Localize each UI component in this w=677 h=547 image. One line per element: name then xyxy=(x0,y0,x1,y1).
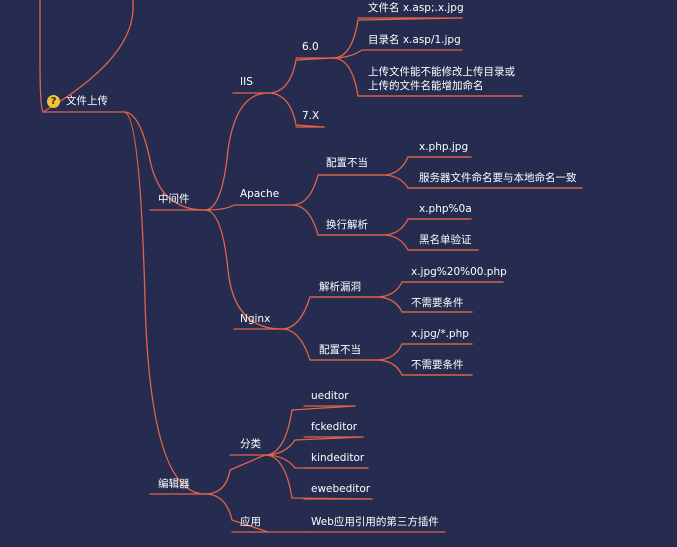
iis-v7-node[interactable]: 7.X xyxy=(302,110,320,122)
editor-category-item-3[interactable]: kindeditor xyxy=(311,452,365,464)
iis-v6-item-3[interactable]: 上传文件能不能修改上传目录或上传的文件名能增加命名 xyxy=(368,66,515,92)
apache-newline-item-2[interactable]: 黑名单验证 xyxy=(419,234,472,246)
apache-misconfig-node[interactable]: 配置不当 xyxy=(326,157,368,169)
editor-category-node[interactable]: 分类 xyxy=(240,438,261,450)
nginx-node[interactable]: Nginx xyxy=(240,313,271,325)
iis-v6-node[interactable]: 6.0 xyxy=(302,41,319,53)
iis-node[interactable]: IIS xyxy=(240,76,253,88)
editor-application-node[interactable]: 应用 xyxy=(240,516,261,528)
apache-misconfig-item-1[interactable]: x.php.jpg xyxy=(419,141,469,153)
nginx-parse-vuln-node[interactable]: 解析漏洞 xyxy=(319,281,361,293)
editor-category-item-2[interactable]: fckeditor xyxy=(311,421,358,433)
nginx-misconfig-item-1[interactable]: x.jpg/*.php xyxy=(411,328,469,340)
iis-v6-item-2[interactable]: 目录名 x.asp/1.jpg xyxy=(368,34,461,46)
nginx-misconfig-node[interactable]: 配置不当 xyxy=(319,344,361,356)
nginx-parse-vuln-item-2[interactable]: 不需要条件 xyxy=(411,297,464,309)
nginx-misconfig-item-2[interactable]: 不需要条件 xyxy=(411,359,464,371)
apache-newline-item-1[interactable]: x.php%0a xyxy=(419,203,472,215)
apache-newline-node[interactable]: 换行解析 xyxy=(326,219,368,231)
apache-misconfig-item-2[interactable]: 服务器文件命名要与本地命名一致 xyxy=(419,172,577,184)
editor-category-item-1[interactable]: ueditor xyxy=(311,390,349,402)
question-icon: ? xyxy=(47,95,60,108)
editor-node[interactable]: 编辑器 xyxy=(158,478,190,490)
nginx-parse-vuln-item-1[interactable]: x.jpg%20%00.php xyxy=(411,266,507,278)
middleware-node[interactable]: 中间件 xyxy=(158,193,190,205)
apache-node[interactable]: Apache xyxy=(240,188,280,200)
editor-category-item-4[interactable]: ewebeditor xyxy=(311,483,371,495)
root-label[interactable]: 文件上传 xyxy=(66,95,108,107)
editor-application-item-1[interactable]: Web应用引用的第三方插件 xyxy=(311,516,439,528)
iis-v6-item-1[interactable]: 文件名 x.asp;.x.jpg xyxy=(368,2,464,14)
